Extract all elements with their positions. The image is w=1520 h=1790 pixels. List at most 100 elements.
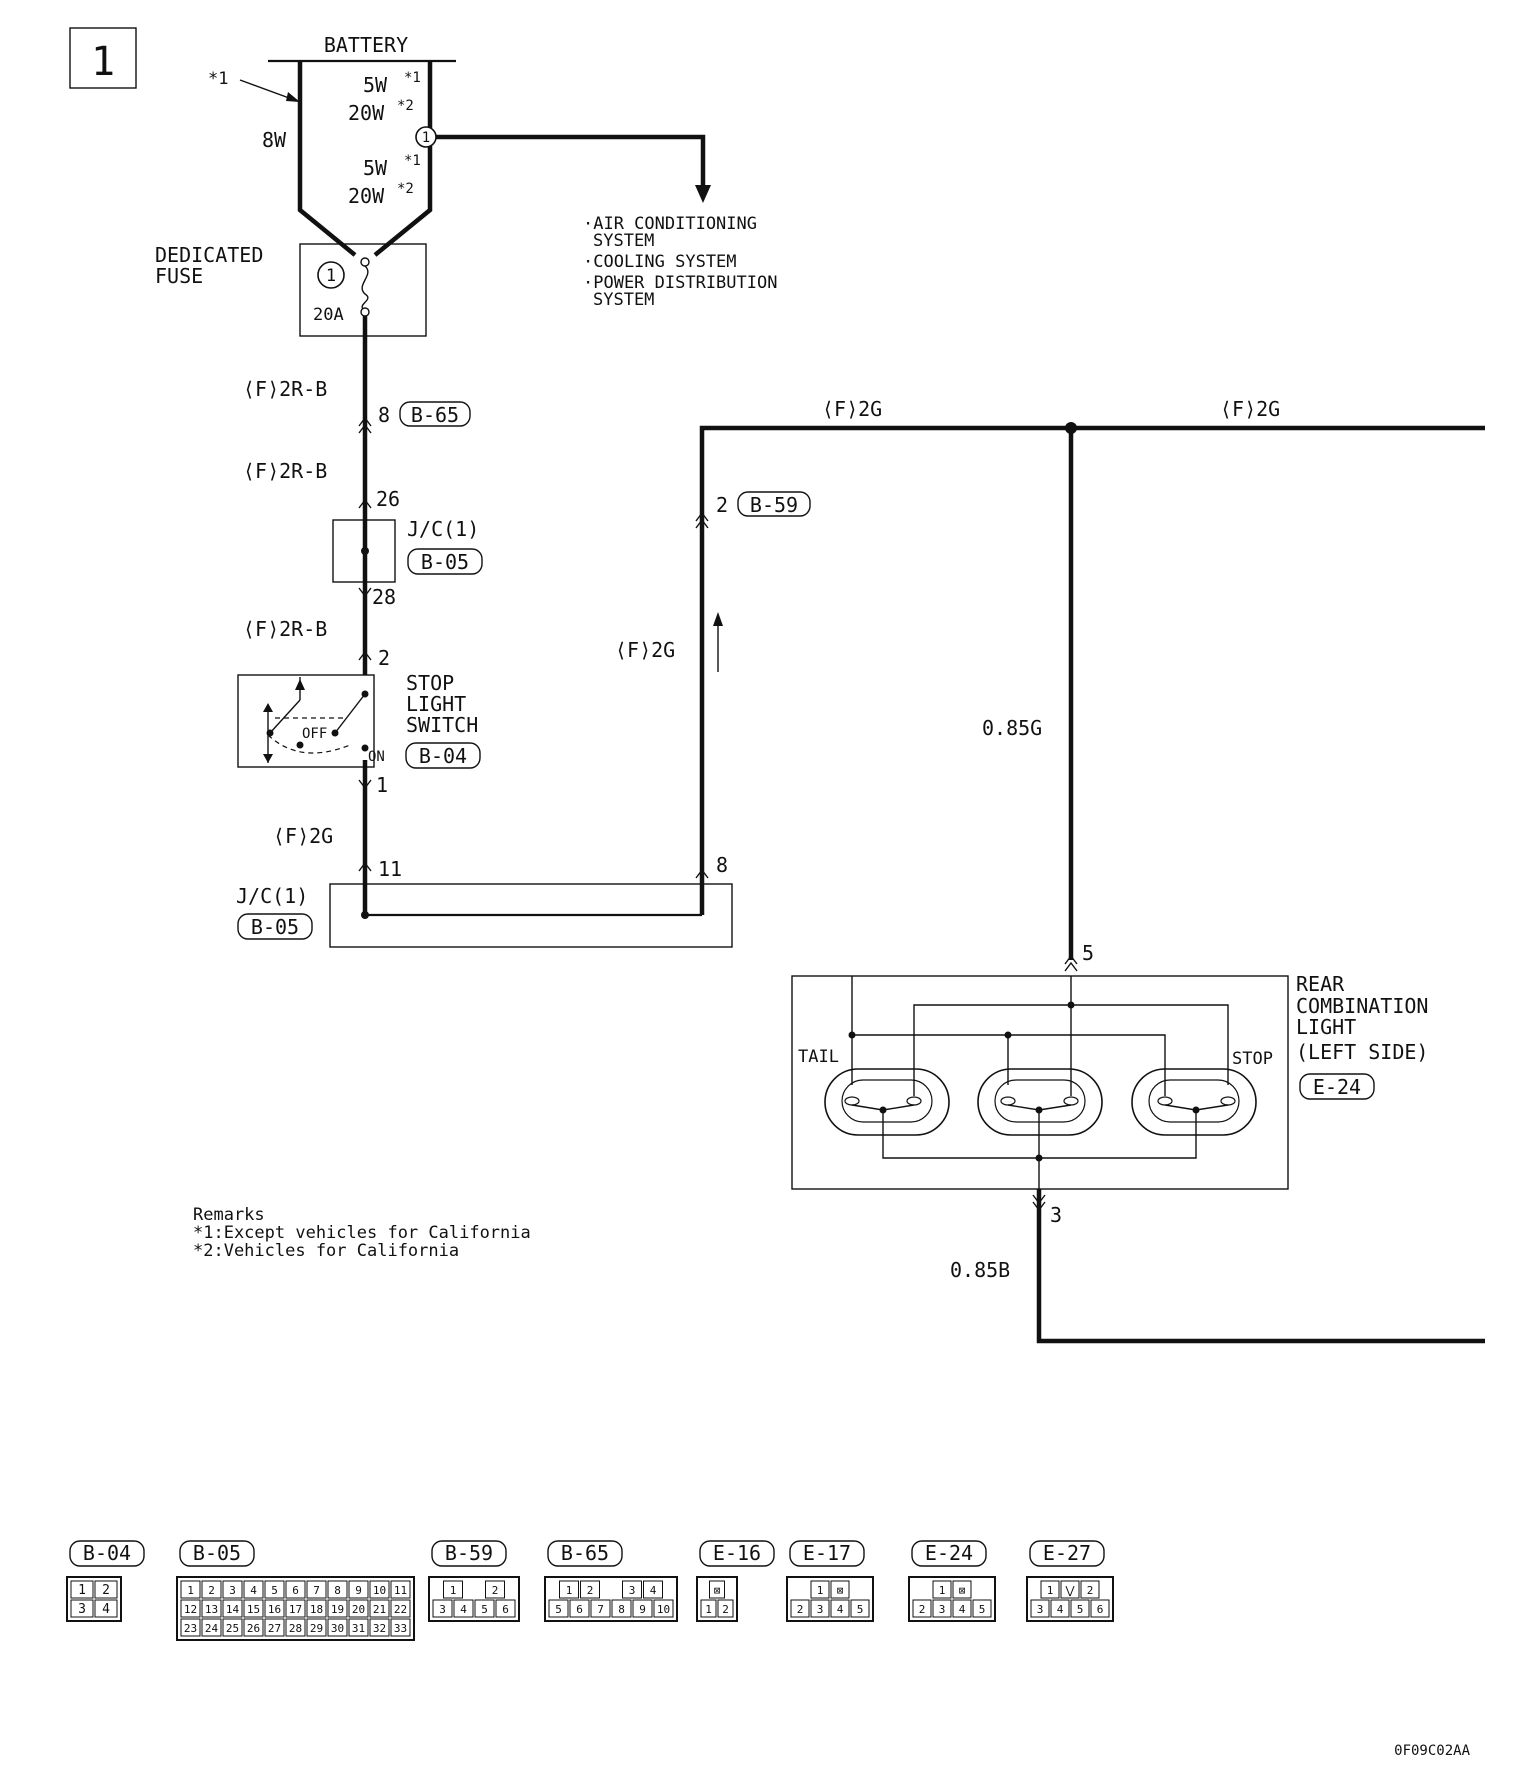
legend-pin: 8 bbox=[618, 1603, 625, 1616]
legend-pin: 28 bbox=[289, 1622, 302, 1635]
fuse-rating: 20A bbox=[313, 305, 344, 325]
battery-wire-label: 8W bbox=[262, 128, 287, 152]
legend-pin: 27 bbox=[268, 1622, 281, 1635]
legend-pin: 16 bbox=[268, 1603, 281, 1616]
legend-pin: 20 bbox=[352, 1603, 365, 1616]
legend-pin: 19 bbox=[331, 1603, 344, 1616]
pin-jc-out: 28 bbox=[372, 585, 396, 609]
remarks-title: Remarks bbox=[193, 1205, 265, 1225]
legend-pin: 29 bbox=[310, 1622, 323, 1635]
legend-pin: 15 bbox=[247, 1603, 260, 1616]
page-number: 1 bbox=[69, 27, 137, 89]
legend-pin: 2 bbox=[102, 1583, 110, 1598]
legend-pin: 2 bbox=[919, 1603, 926, 1616]
switch-off-label: OFF bbox=[302, 726, 327, 742]
legend-pin: 4 bbox=[650, 1584, 657, 1597]
stop-label: STOP bbox=[1232, 1049, 1273, 1069]
wire-label-2: ⟨F⟩2R-B bbox=[243, 459, 327, 483]
legend-pin: 5 bbox=[555, 1603, 562, 1616]
legend-label: B-04 bbox=[83, 1541, 131, 1565]
legend-pin: 3 bbox=[1037, 1603, 1044, 1616]
wire-label-4: ⟨F⟩2G bbox=[273, 824, 333, 848]
legend-pin: 2 bbox=[1087, 1584, 1094, 1597]
connector-e24: E-24 bbox=[1313, 1075, 1361, 1099]
legend-pin: ⊠ bbox=[837, 1584, 844, 1597]
legend-pin: 23 bbox=[184, 1622, 197, 1635]
legend-pin: 4 bbox=[1057, 1603, 1064, 1616]
legend-label: E-27 bbox=[1043, 1541, 1091, 1565]
destination-1: ·AIR CONDITIONING bbox=[583, 214, 757, 234]
legend-pin: 3 bbox=[939, 1603, 946, 1616]
junction-connector-b: J/C(1) B-05 8 bbox=[236, 853, 733, 948]
legend-pin: 3 bbox=[439, 1603, 446, 1616]
remark-2: *2:Vehicles for California bbox=[193, 1241, 459, 1261]
pin-rcl-out: 3 bbox=[1050, 1203, 1062, 1227]
ground-wire: 3 0.85B bbox=[950, 1189, 1485, 1344]
legend-pin: 2 bbox=[587, 1584, 594, 1597]
pin-jc2-in: 11 bbox=[378, 857, 402, 881]
connector-b05-a: B-05 bbox=[421, 550, 469, 574]
legend-pin: 3 bbox=[629, 1584, 636, 1597]
bulb-stop-icon bbox=[1131, 1068, 1257, 1136]
legend-pin: 31 bbox=[352, 1622, 365, 1635]
feed-wire: ⟨F⟩2R-B ⟨F⟩2R-B ⟨F⟩2R-B ⟨F⟩2G 8 B-65 26 … bbox=[243, 316, 471, 915]
wire-label-6: ⟨F⟩2G bbox=[822, 397, 882, 421]
legend-pin: 1 bbox=[566, 1584, 573, 1597]
rear-combination-light: REAR COMBINATION LIGHT (LEFT SIDE) E-24 … bbox=[791, 972, 1428, 1190]
fuse-number: 1 bbox=[326, 266, 336, 286]
wire-label-8: 0.85G bbox=[982, 716, 1042, 740]
legend-pin: 32 bbox=[373, 1622, 386, 1635]
remark-1: *1:Except vehicles for California bbox=[193, 1223, 531, 1243]
legend-pin: 30 bbox=[331, 1622, 344, 1635]
stop-light-switch: OFF ON STOP LIGHT SWITCH B-04 bbox=[237, 671, 481, 769]
legend-label: B-05 bbox=[193, 1541, 241, 1565]
rcl-label-4: (LEFT SIDE) bbox=[1296, 1040, 1428, 1064]
legend-pin: 13 bbox=[205, 1603, 218, 1616]
legend-pin: 4 bbox=[250, 1584, 257, 1597]
legend-pin: 33 bbox=[394, 1622, 407, 1635]
fusible-link-3: 5W bbox=[363, 156, 388, 180]
remarks: Remarks *1:Except vehicles for Californi… bbox=[193, 1205, 531, 1261]
legend-label: B-59 bbox=[445, 1541, 493, 1565]
legend-label: B-65 bbox=[561, 1541, 609, 1565]
legend-pin: 26 bbox=[247, 1622, 260, 1635]
fuse-label-2: FUSE bbox=[155, 264, 203, 288]
destination-3: ·POWER DISTRIBUTION bbox=[583, 273, 777, 293]
connector-b05-b: B-05 bbox=[251, 915, 299, 939]
destination-list: ·AIR CONDITIONING SYSTEM ·COOLING SYSTEM… bbox=[583, 214, 777, 310]
pin-b65: 8 bbox=[378, 403, 390, 427]
legend-pin: 8 bbox=[334, 1584, 341, 1597]
legend-pin: 3 bbox=[229, 1584, 236, 1597]
page-number-text: 1 bbox=[91, 39, 115, 85]
legend-pin: 1 bbox=[705, 1603, 712, 1616]
destination-1b: SYSTEM bbox=[593, 231, 654, 251]
fusible-link-2-sup: *2 bbox=[397, 98, 414, 114]
legend-pin: 1 bbox=[450, 1584, 457, 1597]
connector-b04: B-04 bbox=[419, 744, 467, 768]
legend-pin: 11 bbox=[394, 1584, 407, 1597]
bulb-center-icon bbox=[977, 1068, 1103, 1136]
legend-pin: 1 bbox=[817, 1584, 824, 1597]
junction-connector-a: J/C(1) B-05 bbox=[332, 517, 483, 583]
legend-pin: ⊠ bbox=[714, 1584, 721, 1597]
connector-b65: B-65 bbox=[411, 403, 459, 427]
switch-label-1: STOP bbox=[406, 671, 454, 695]
legend-pin: ⊠ bbox=[959, 1584, 966, 1597]
legend-pin: 5 bbox=[979, 1603, 986, 1616]
rcl-label-2: COMBINATION bbox=[1296, 994, 1428, 1018]
legend-label: E-24 bbox=[925, 1541, 973, 1565]
wire-label-5: ⟨F⟩2G bbox=[615, 638, 675, 662]
jc-label-b: J/C(1) bbox=[236, 884, 308, 908]
legend-pin: 2 bbox=[492, 1584, 499, 1597]
legend-pin: 25 bbox=[226, 1622, 239, 1635]
fusible-link-4-sup: *2 bbox=[397, 181, 414, 197]
fuse-label-1: DEDICATED bbox=[155, 243, 263, 267]
pin-jc2-out: 8 bbox=[716, 853, 728, 877]
legend-pin: 22 bbox=[394, 1603, 407, 1616]
